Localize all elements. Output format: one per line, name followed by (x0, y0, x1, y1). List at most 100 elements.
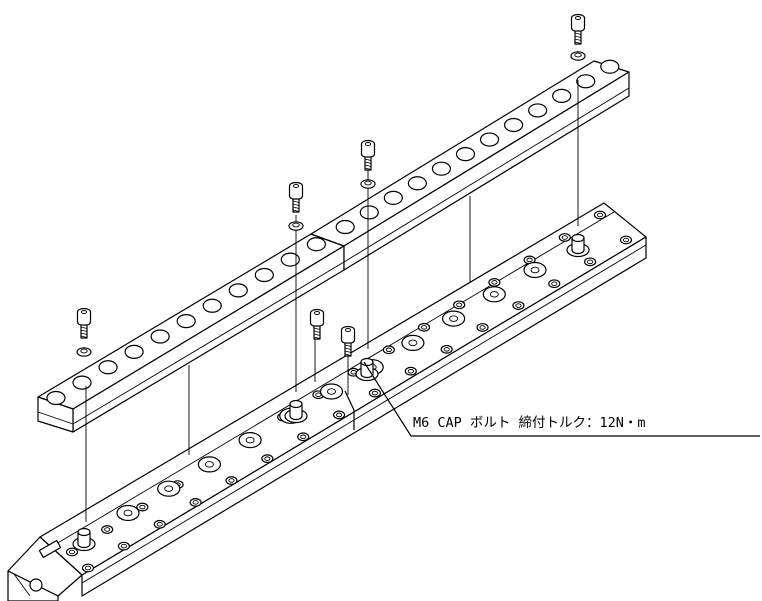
bracket-hole (29, 578, 43, 592)
screw-head (76, 312, 92, 327)
upper-hole (600, 59, 620, 74)
upper-hole (503, 117, 524, 133)
boss-center (327, 388, 336, 395)
lower-bolt-hole (332, 410, 346, 420)
upper-hole (72, 375, 92, 390)
screw-head (340, 330, 356, 345)
lower-bolt-hole (404, 366, 417, 376)
screw-hex-socket (313, 311, 321, 315)
lower-bolt-hole-inner (622, 237, 630, 243)
lower-bolt-hole-inner (192, 500, 199, 505)
screw-hex-socket (574, 16, 582, 20)
boss-center (489, 291, 499, 298)
boss (319, 383, 344, 400)
upper-hole (335, 219, 355, 235)
upper-hole (124, 344, 144, 359)
upper-hole (576, 74, 596, 89)
boss (442, 310, 466, 327)
lower-bolt-hole (488, 278, 501, 287)
upper-hole (359, 205, 379, 220)
screw-thread (292, 206, 300, 209)
screw-thread (80, 335, 88, 338)
torque-callout: M6 CAP ボルト 締付トルク：12N・m (413, 415, 646, 431)
screw-thread (80, 332, 88, 335)
lower-bolt-hole (225, 476, 238, 485)
pin-body (289, 404, 303, 421)
cap-screws (76, 13, 586, 357)
washer (360, 179, 376, 189)
upper-hole (228, 283, 248, 298)
leader-line (363, 361, 760, 437)
pin-top (289, 399, 303, 409)
screw-thread (292, 200, 300, 203)
washer-hole (292, 222, 300, 228)
lower-bolt-hole (558, 233, 571, 242)
screw-hex-socket (344, 328, 352, 332)
boss (482, 286, 506, 303)
screw-head (288, 186, 304, 201)
screw-thread (574, 38, 582, 41)
upper-right-front-seam (343, 87, 630, 263)
lower-bolt-hole-inner (104, 527, 111, 532)
lower-bolt-hole (512, 301, 525, 311)
boss-center (123, 509, 133, 517)
screw-hex-socket (80, 310, 88, 314)
upper-hole (383, 190, 403, 205)
boss (523, 261, 547, 279)
pin-body (571, 238, 585, 255)
lower-bolt-hole-inner (407, 368, 414, 374)
lower-rail-bolt-holes (65, 210, 633, 573)
screw-thread (313, 327, 321, 330)
lower-bolt-hole-inner (551, 281, 558, 286)
lower-bolt-hole (584, 257, 597, 267)
washer (570, 51, 586, 61)
lower-bolt-hole-inner (596, 212, 604, 218)
lower-bolt-hole-inner (139, 504, 146, 510)
screw-thread (574, 35, 582, 38)
screw-thread (574, 41, 582, 44)
lower-bolt-hole (136, 502, 149, 512)
lower-bolt-hole (548, 279, 561, 289)
lower-rail-groove (81, 244, 647, 584)
pin-top (571, 233, 585, 243)
upper-hole (254, 267, 274, 283)
washer (76, 347, 92, 357)
bracket-edge (13, 573, 31, 597)
screw-thread (344, 344, 352, 347)
screw-head (309, 313, 325, 328)
callout-leader (363, 361, 760, 437)
screw-thread (364, 167, 372, 170)
lower-bolt-hole (117, 541, 130, 551)
boss (157, 480, 181, 497)
lower-bolt-hole-inner (526, 257, 533, 263)
lower-bolt-hole (453, 300, 466, 310)
lower-rail-front-face (81, 236, 647, 597)
screw-thread (292, 203, 300, 206)
screw-thread (292, 209, 300, 212)
lower-bolt-hole-inner (68, 549, 76, 555)
lower-bolt-hole-inner (371, 390, 378, 396)
boss-center (164, 485, 174, 492)
bracket-lug (38, 539, 62, 559)
lower-bolt-hole-inner (491, 280, 498, 285)
upper-left-front-seam (72, 261, 345, 425)
pin-top (360, 357, 374, 367)
lower-bolt-hole-inner (587, 259, 594, 265)
lower-bolt-hole-inner (385, 347, 392, 353)
lower-bolt-hole (382, 345, 395, 355)
lower-bolt-hole (261, 454, 274, 464)
upper-hole (280, 252, 300, 267)
lower-bolt-hole-inner (156, 522, 163, 527)
screw-thread (344, 353, 352, 356)
lower-bolt-hole (65, 547, 79, 557)
upper-left-end-seam (37, 411, 74, 425)
lower-bolt-hole-inner (443, 347, 450, 352)
screw-thread (313, 336, 321, 339)
lower-bolt-hole-inner (479, 325, 486, 330)
upper-hole (528, 103, 548, 118)
washer-hole (574, 52, 582, 58)
upper-hole (552, 88, 572, 103)
lower-bolt-hole (297, 432, 310, 442)
pin-body (360, 362, 374, 379)
